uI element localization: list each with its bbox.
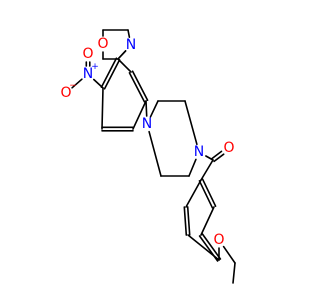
bond-a4-N3 — [145, 100, 148, 117]
bond-c1-b1 — [200, 159, 214, 181]
bond-N1-a2 — [117, 50, 127, 60]
bond-b5-b6-b — [183, 206, 188, 236]
atom-n1: N — [126, 37, 136, 53]
atom-n2: N+ — [83, 62, 99, 82]
atom-label-o: O — [97, 36, 108, 52]
bond-c1-O4-b — [211, 150, 223, 160]
atom-o5: O — [213, 232, 224, 248]
atom-o2: O− — [60, 81, 76, 101]
atom-label-o: O — [82, 46, 93, 62]
bond-N4-p5 — [188, 158, 197, 177]
bond-p3-N4 — [184, 100, 198, 146]
atom-label-o: O — [213, 232, 224, 248]
bond-O5-e1 — [222, 245, 236, 264]
charge-label: − — [69, 81, 77, 91]
atom-label-n: N — [194, 144, 204, 160]
atom-o4: O — [223, 140, 234, 156]
bond-p6-N3 — [148, 130, 162, 177]
bond-b3-b4-b — [201, 233, 222, 260]
atom-o1: O — [97, 36, 108, 52]
atom-label-n: N — [142, 116, 152, 132]
bond-a1-a2-a — [103, 58, 121, 90]
bond-a1-a2-b — [100, 57, 118, 88]
bond-b5-b6-a — [186, 206, 191, 236]
atom-label-o: O — [60, 85, 71, 101]
bond-e1-e2 — [232, 262, 236, 284]
bond-b2-b3 — [200, 206, 215, 236]
bonds-layer — [71, 29, 236, 284]
bond-a4-a5 — [132, 100, 147, 130]
atom-n3: N — [142, 116, 152, 132]
bond-a6-a1 — [101, 87, 104, 130]
bond-a3-a4-b — [131, 70, 149, 101]
bond-a3-a4-a — [128, 72, 146, 103]
bond-b6-b1 — [185, 179, 202, 208]
atom-label-n: N — [83, 66, 93, 82]
bond-b1-b2-a — [198, 180, 214, 209]
bond-c1-O4-a — [213, 153, 225, 163]
atom-label-n: N — [126, 37, 136, 53]
bond-b4-b5 — [187, 234, 220, 261]
canvas-background — [0, 0, 300, 300]
bond-a2-a3 — [117, 58, 132, 73]
atom-label-o: O — [223, 140, 234, 156]
bond-m3-N1 — [127, 29, 131, 39]
bond-b1-b2-b — [201, 178, 217, 207]
atom-o3: O — [82, 46, 93, 62]
atom-n4: N — [194, 144, 204, 160]
bond-N2-O2 — [71, 78, 83, 89]
charge-label: + — [91, 62, 99, 72]
bond-N3-p2 — [149, 100, 159, 118]
bond-a1-N2 — [93, 78, 104, 89]
